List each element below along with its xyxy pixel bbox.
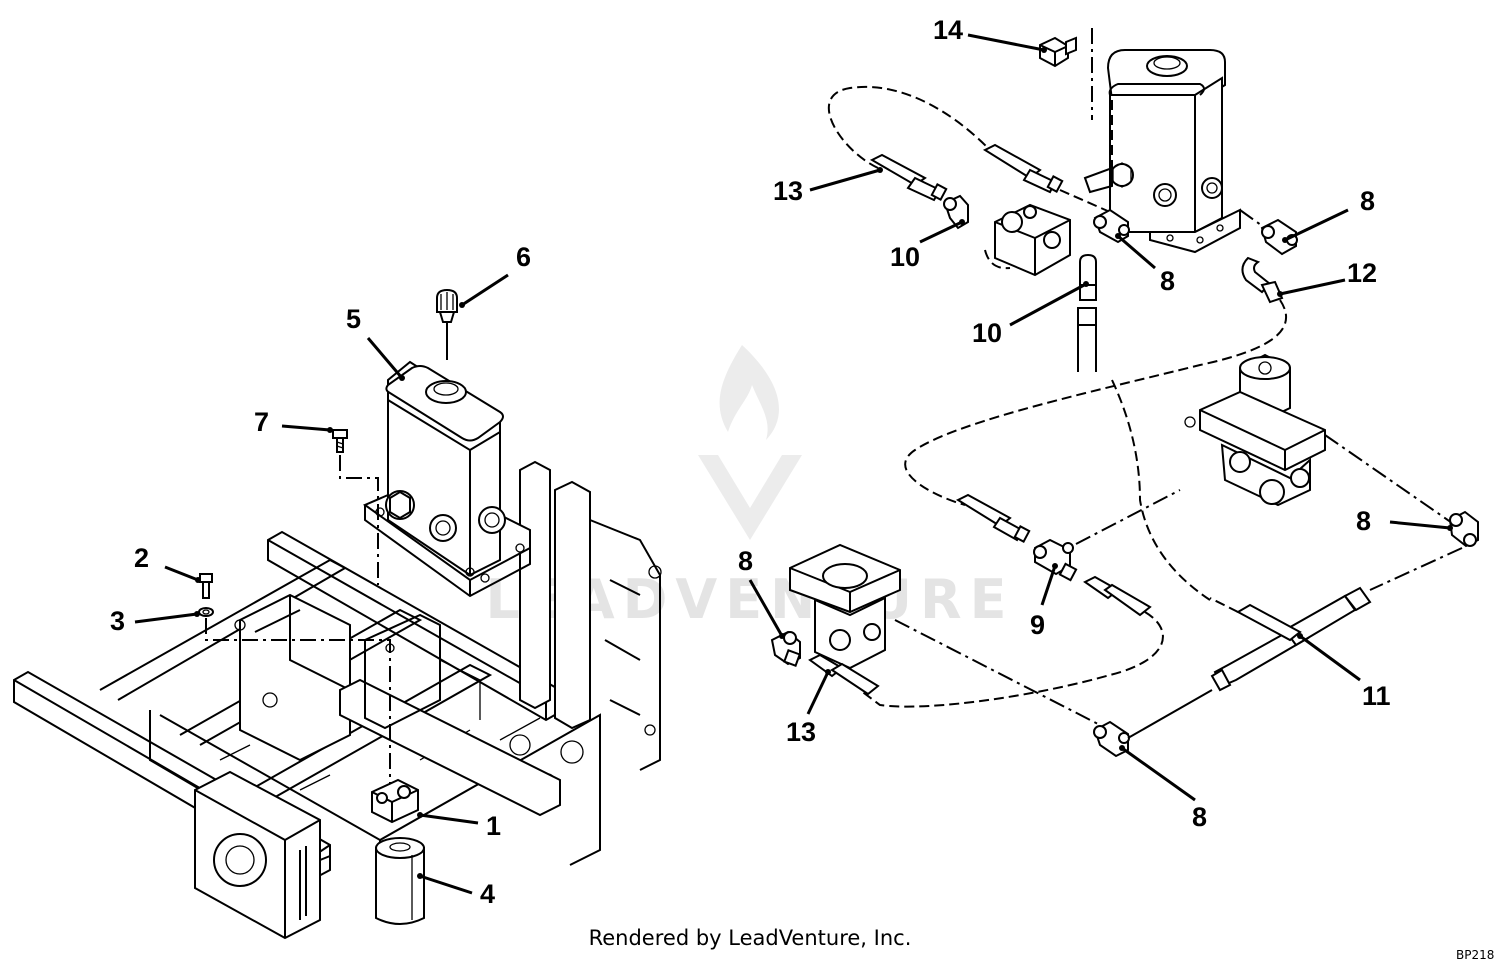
hydraulic-motor — [789, 543, 1101, 726]
callout-8-motor: 8 — [738, 546, 753, 576]
oil-filter — [375, 837, 425, 925]
callout-14: 14 — [933, 15, 963, 45]
filter-head — [371, 778, 419, 824]
leader-lines — [134, 33, 1453, 895]
tank-cap-dipstick — [436, 288, 458, 360]
washer-3 — [198, 607, 391, 790]
hydraulic-tank-right — [1083, 49, 1241, 254]
callout-labels: 1 2 3 4 5 6 7 8 8 8 8 8 9 10 10 11 12 13… — [110, 15, 1391, 909]
hose-13-lower — [808, 653, 880, 696]
elbow-fitting-8-bottom — [1093, 689, 1213, 758]
elbow-fitting-8-lower-left — [770, 630, 801, 667]
callout-3: 3 — [110, 606, 125, 636]
callout-8-tank: 8 — [1160, 266, 1175, 296]
callout-9: 9 — [1030, 610, 1045, 640]
tee-fitting-9 — [1033, 489, 1181, 582]
diagram-code: BP218 — [1456, 948, 1495, 962]
callout-11: 11 — [1362, 681, 1391, 711]
elbow-fitting-8-upper-right — [1239, 209, 1298, 256]
tube-assembly-11 — [1209, 586, 1372, 692]
callout-5: 5 — [346, 304, 361, 334]
callout-13-lower: 13 — [786, 717, 816, 747]
hydraulic-pump — [1184, 353, 1456, 526]
callout-13-upper: 13 — [773, 176, 803, 206]
callout-8-upper-right: 8 — [1360, 186, 1375, 216]
callout-4: 4 — [480, 879, 495, 909]
callout-2: 2 — [134, 543, 149, 573]
hose-13-upper — [827, 85, 1111, 213]
hose-tee-lower — [859, 575, 1164, 708]
footer-credit: Rendered by LeadVenture, Inc. — [588, 926, 912, 950]
callout-8-bottom: 8 — [1192, 802, 1207, 832]
hose-12 — [904, 256, 1287, 543]
callout-10-lower: 10 — [972, 318, 1002, 348]
hydraulic-tank-left — [362, 360, 531, 598]
filter-head-right — [984, 203, 1071, 277]
elbow-fitting-10-lower — [1077, 253, 1211, 601]
callout-6: 6 — [516, 242, 531, 272]
tractor-frame — [13, 460, 662, 940]
elbow-fitting-8-far-right — [1369, 510, 1479, 591]
callout-1: 1 — [486, 811, 501, 841]
callout-12: 12 — [1347, 258, 1377, 288]
bolt-7 — [332, 429, 379, 585]
bolt-2 — [199, 573, 213, 599]
callout-10-upper: 10 — [890, 242, 920, 272]
callout-8-far-right: 8 — [1356, 506, 1371, 536]
callout-7: 7 — [254, 407, 269, 437]
